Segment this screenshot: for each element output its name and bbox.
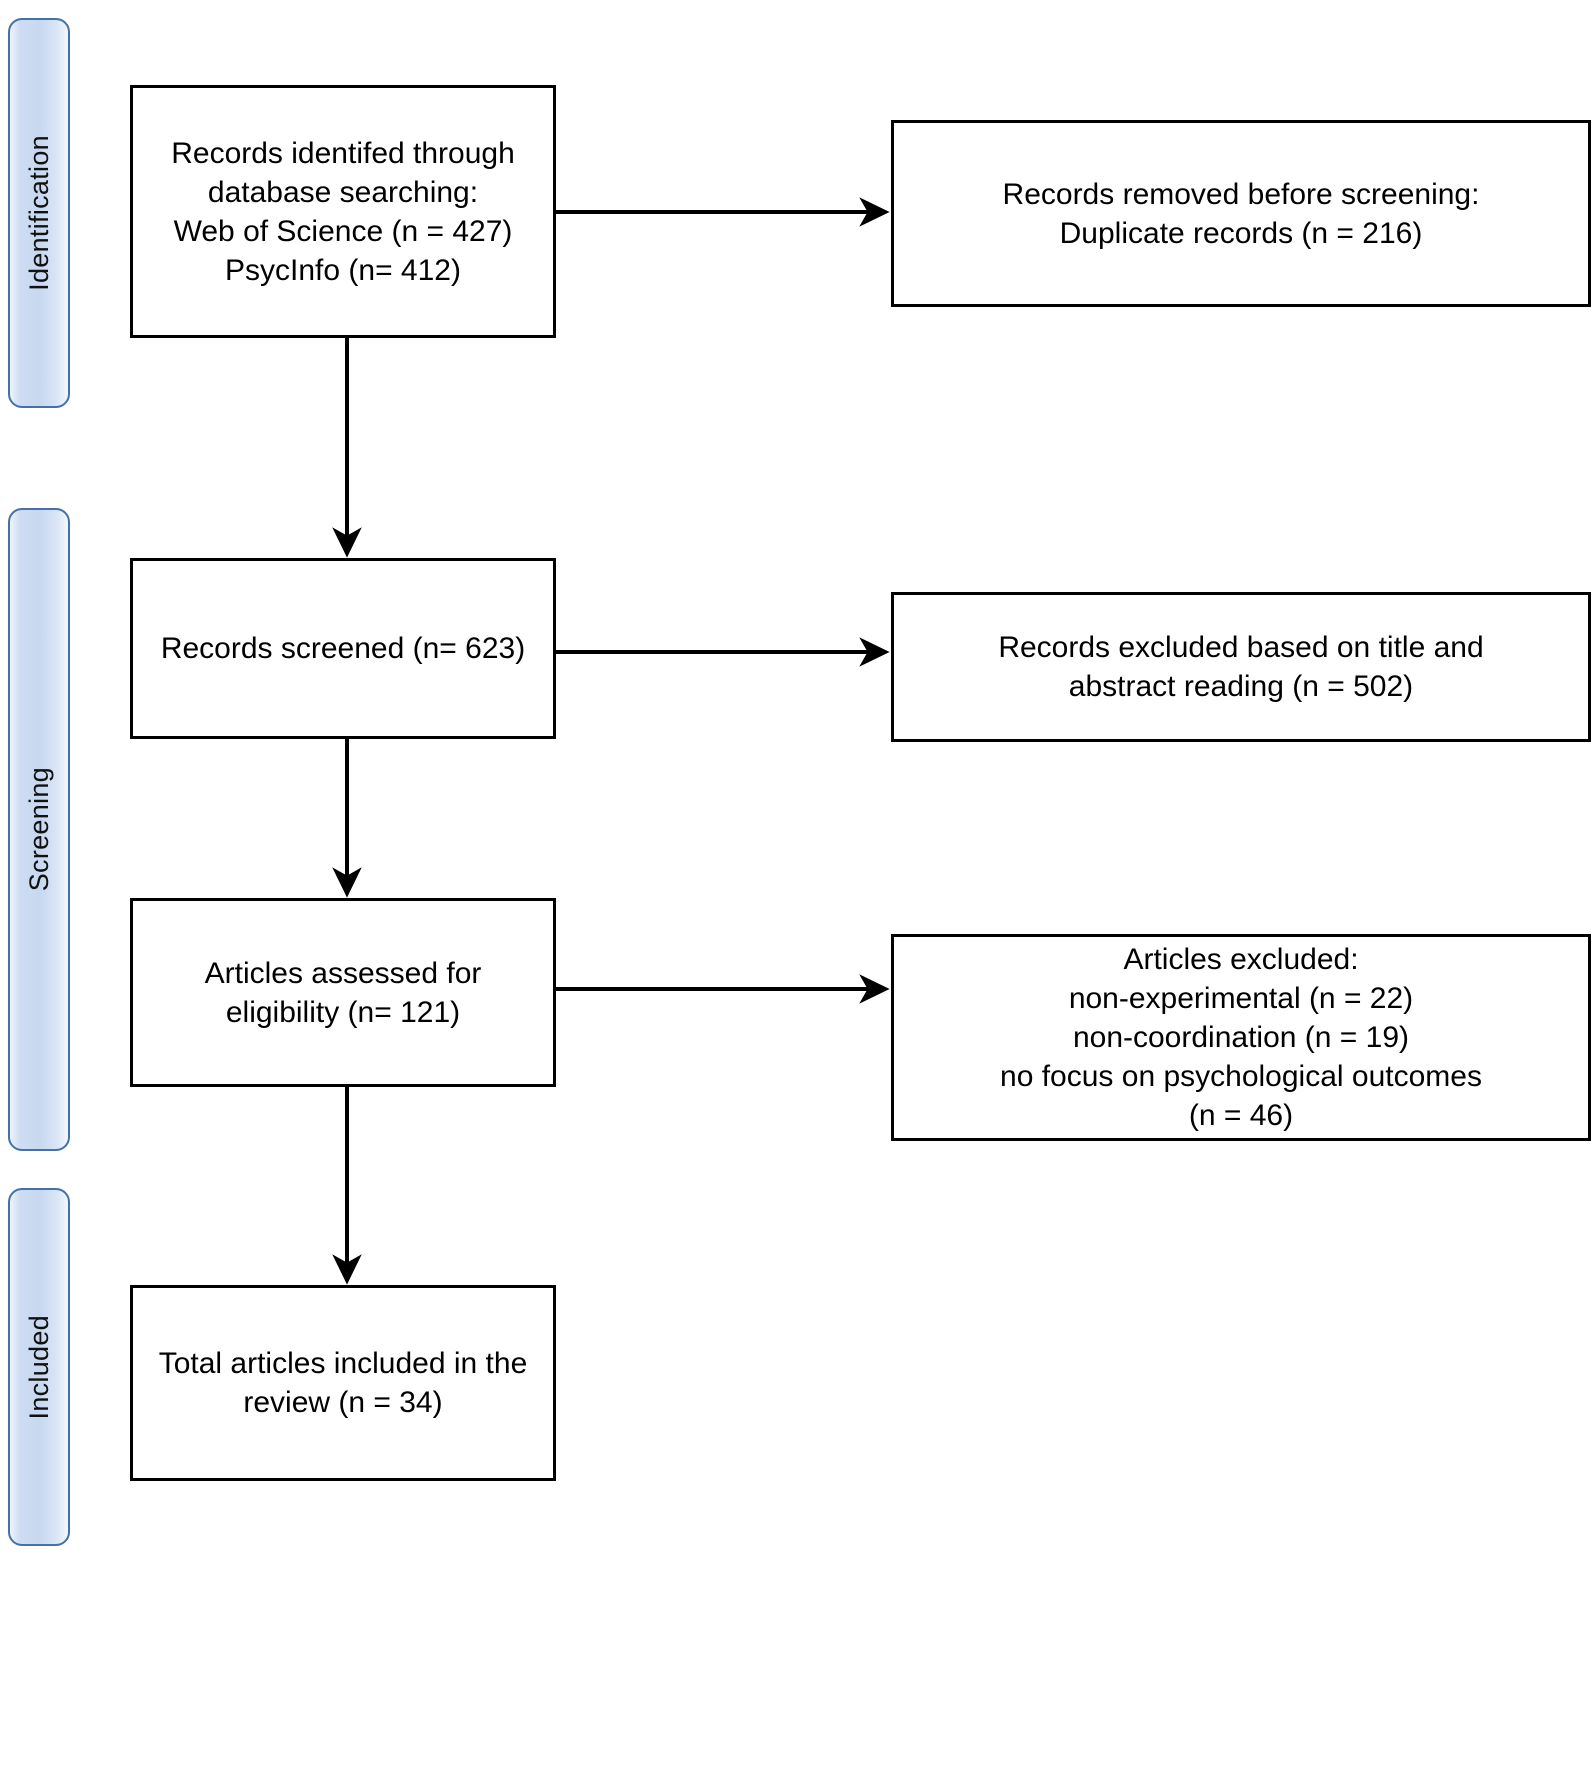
box-records-removed-text: Records removed before screening: Duplic… — [1002, 177, 1480, 250]
box-articles-assessed-text: Articles assessed for eligibility (n= 12… — [204, 956, 482, 1029]
stage-label-included: Included — [23, 1314, 54, 1420]
box-articles-excluded-text: Articles excluded: non-experimental (n =… — [1000, 942, 1482, 1132]
box-records-screened-text: Records screened (n= 623) — [160, 632, 526, 665]
box-records-removed: Records removed before screening: Duplic… — [891, 120, 1591, 307]
box-records-identified: Records identifed through database searc… — [130, 85, 556, 338]
stage-bar-identification: Identification — [8, 18, 70, 408]
box-records-excluded: Records excluded based on title and abst… — [891, 592, 1591, 742]
box-articles-excluded: Articles excluded: non-experimental (n =… — [891, 933, 1591, 1141]
box-total-included-text: Total articles included in the review (n… — [158, 1347, 528, 1419]
box-records-identified-text: Records identifed through database searc… — [171, 136, 515, 287]
stage-label-identification: Identification — [23, 135, 54, 291]
stage-bar-screening: Screening — [8, 508, 70, 1151]
stage-label-screening: Screening — [23, 767, 54, 892]
box-records-excluded-text: Records excluded based on title and abst… — [998, 631, 1484, 703]
box-records-screened: Records screened (n= 623) — [130, 558, 556, 739]
box-articles-assessed: Articles assessed for eligibility (n= 12… — [130, 898, 556, 1087]
box-total-included: Total articles included in the review (n… — [130, 1285, 556, 1481]
stage-bar-included: Included — [8, 1188, 70, 1546]
